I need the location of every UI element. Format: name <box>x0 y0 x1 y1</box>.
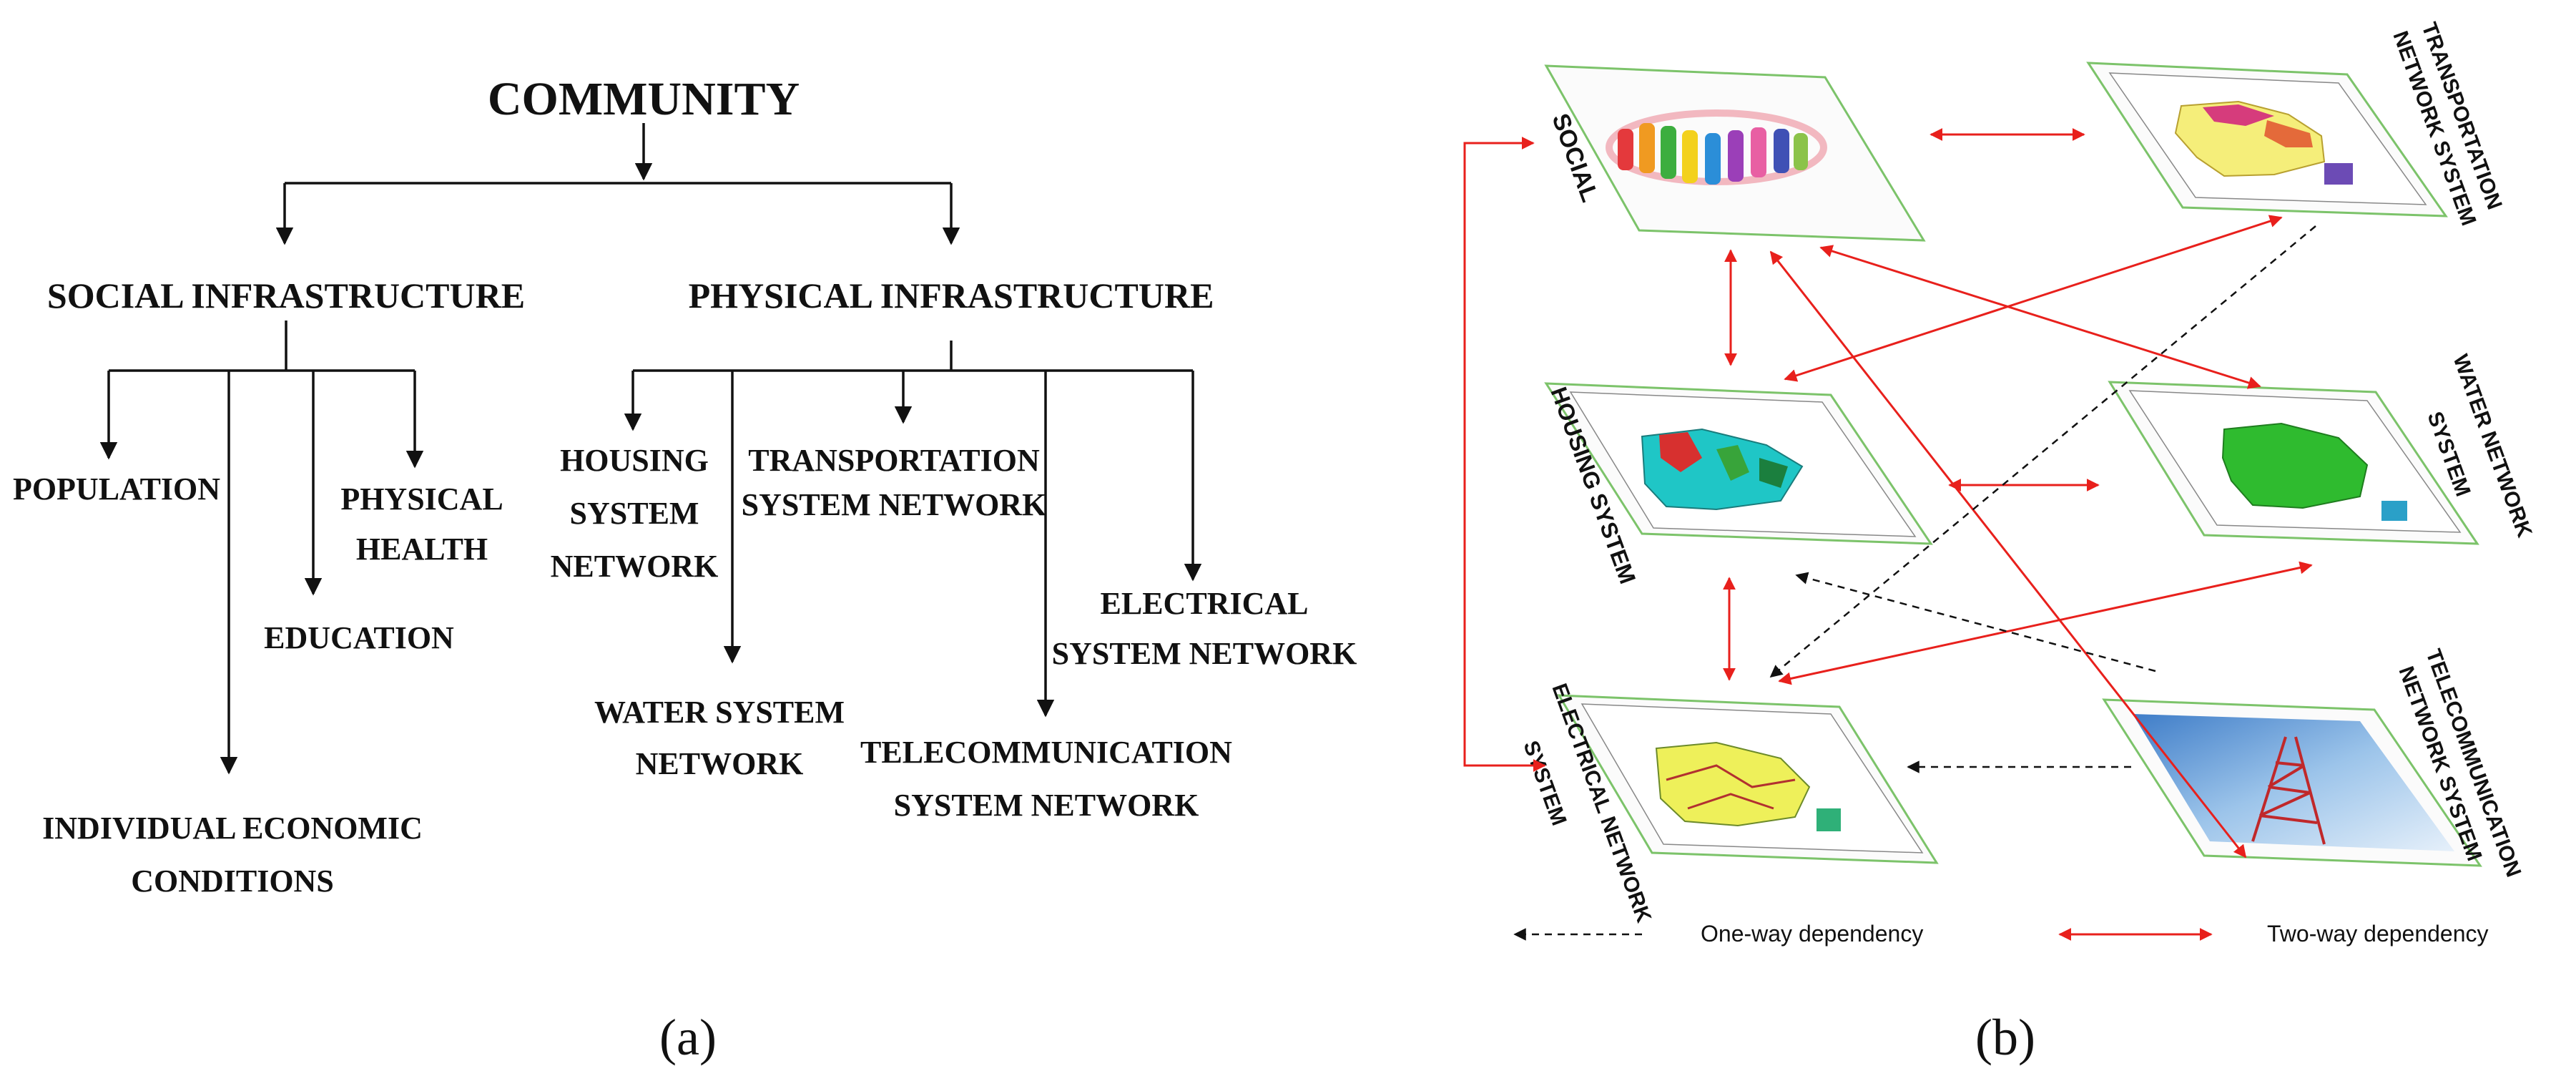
caption-a: (a) <box>659 1009 717 1066</box>
legend-one-way-label: One-way dependency <box>1701 921 1923 947</box>
node-housing-line2: SYSTEM <box>570 496 699 531</box>
node-water-line2: NETWORK <box>636 746 804 781</box>
node-housing-line3: NETWORK <box>551 549 719 584</box>
node-community: COMMUNITY <box>488 73 800 125</box>
node-housing-line1: HOUSING <box>560 443 709 478</box>
legend: One-way dependency Two-way dependency <box>1513 921 2489 947</box>
node-economic-line1: INDIVIDUAL ECONOMIC <box>42 811 423 846</box>
node-transportation-line1: TRANSPORTATION <box>748 443 1040 478</box>
panel-a-hierarchy: COMMUNITY SOCIAL INFRASTRUCTURE PHYSICAL… <box>13 73 1357 1066</box>
plane-housing: HOUSING SYSTEM <box>1544 382 1933 587</box>
people-circle-image <box>1606 109 1827 185</box>
node-social-infrastructure: SOCIAL INFRASTRUCTURE <box>47 275 525 316</box>
label-electrical-line2: SYSTEM <box>1518 738 1570 828</box>
node-population: POPULATION <box>13 471 220 507</box>
node-economic-line2: CONDITIONS <box>131 864 334 899</box>
tower-image <box>2251 736 2326 845</box>
node-telecom-line2: SYSTEM NETWORK <box>894 788 1199 823</box>
plane-water: WATER NETWORK SYSTEM <box>2108 351 2537 545</box>
node-physical-health-line1: PHYSICAL <box>340 481 503 517</box>
plane-social: SOCIAL <box>1544 64 1926 242</box>
node-water-line1: WATER SYSTEM <box>594 695 845 730</box>
node-physical-infrastructure: PHYSICAL INFRASTRUCTURE <box>689 275 1214 316</box>
node-telecom-line1: TELECOMMUNICATION <box>860 735 1232 770</box>
node-electrical-line2: SYSTEM NETWORK <box>1052 636 1357 671</box>
plane-electrical: ELECTRICAL NETWORK SYSTEM <box>1518 680 1939 926</box>
label-water-line1: WATER NETWORK <box>2448 351 2536 541</box>
plane-telecommunication: TELECOMMUNICATION NETWORK SYSTEM <box>2102 646 2525 880</box>
one-way-dependencies <box>1769 225 2316 773</box>
two-way-dependencies <box>1463 128 2313 859</box>
hierarchy-connectors <box>99 123 1202 775</box>
node-transportation-line2: SYSTEM NETWORK <box>742 487 1047 522</box>
node-electrical-line1: ELECTRICAL <box>1101 586 1309 621</box>
node-physical-health-line2: HEALTH <box>356 532 488 567</box>
legend-two-way-label: Two-way dependency <box>2267 921 2489 947</box>
node-education: EDUCATION <box>264 620 454 655</box>
caption-b: (b) <box>1975 1009 2035 1066</box>
panel-b-dependency-layers: SOCIAL TRANSPORTATION NETWORK SYSTEM HOU… <box>1463 19 2537 1066</box>
plane-transportation: TRANSPORTATION NETWORK SYSTEM <box>2086 19 2507 229</box>
